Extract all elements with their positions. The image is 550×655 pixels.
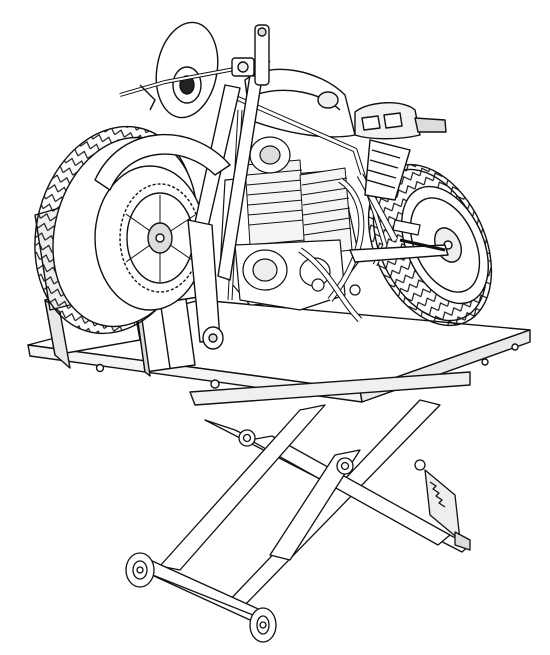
front-wheel [34, 125, 206, 335]
caster-wheel-right [249, 607, 277, 643]
engine [219, 136, 365, 323]
caster-wheel-left [125, 552, 155, 588]
bike-details [311, 219, 446, 296]
front-fork [94, 21, 271, 350]
scissor-mechanism [125, 399, 471, 643]
rear-wheel [367, 163, 493, 327]
